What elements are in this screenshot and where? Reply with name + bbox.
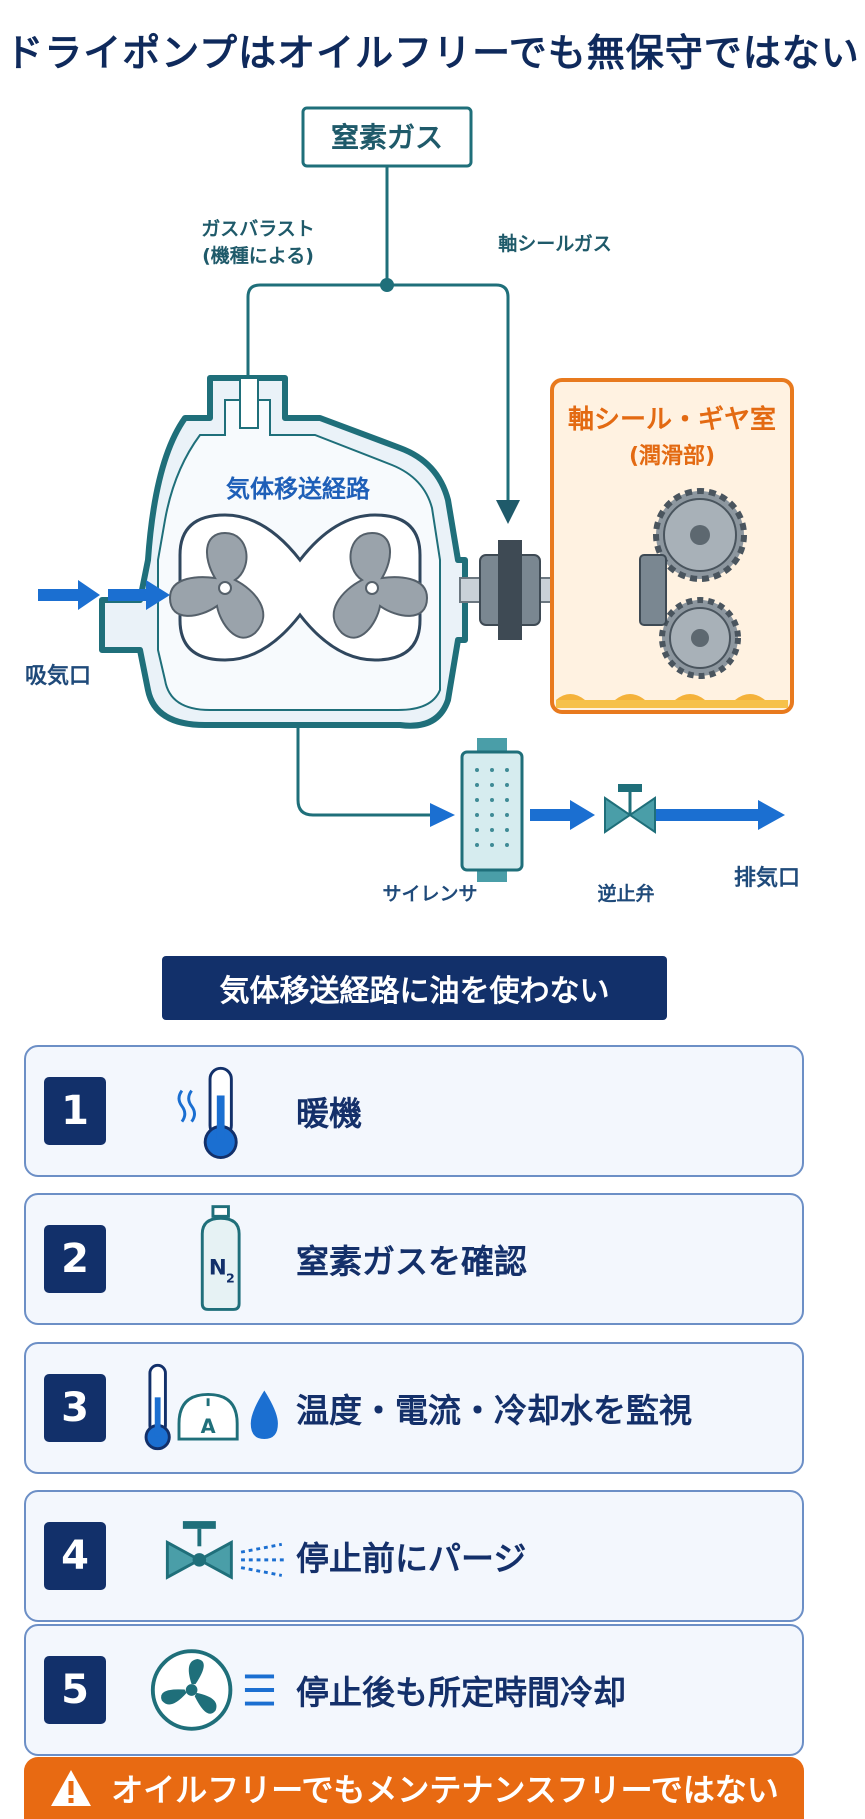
- banner-text: オイルフリーでもメンテナンスフリーではない: [111, 1771, 779, 1809]
- exhaust-label: 排気口: [734, 865, 800, 891]
- step-number: 5: [44, 1656, 106, 1724]
- gears: [639, 488, 747, 679]
- gas-ballast-label: ガスバラスト: [201, 218, 315, 240]
- n2-subscript: 2: [226, 1270, 235, 1285]
- step-3: 3 A 温度・電流・冷却水を監視: [24, 1342, 804, 1474]
- shaft-seal-arrow: [496, 500, 520, 524]
- silencer: [460, 738, 524, 882]
- nitrogen-piping: [246, 166, 510, 500]
- step-text: 暖機: [296, 1094, 362, 1133]
- right-rotor: [332, 531, 429, 639]
- step-text: 停止後も所定時間冷却: [296, 1673, 626, 1712]
- step-1: 1 暖機: [24, 1045, 804, 1177]
- thermometer-ammeter-droplet-icon: A: [144, 1363, 278, 1451]
- step-2: 2 N 2 窒素ガスを確認: [24, 1193, 804, 1325]
- step-4: 4 停止前にパージ: [24, 1490, 804, 1622]
- step-number: 4: [44, 1522, 106, 1590]
- step-number: 2: [44, 1225, 106, 1293]
- n2-letter: N: [209, 1256, 227, 1281]
- junction-dot: [380, 278, 394, 292]
- check-valve: [604, 784, 656, 834]
- warning-banner: オイルフリーでもメンテナンスフリーではない: [24, 1757, 804, 1819]
- intake-arrows: [38, 580, 170, 610]
- step-number: 3: [44, 1374, 106, 1442]
- step-5: 5 停止後も所定時間冷却: [24, 1624, 804, 1756]
- nitrogen-cylinder-icon: N 2: [200, 1205, 241, 1311]
- warning-icon: [51, 1770, 92, 1806]
- step-text: 停止前にパージ: [296, 1539, 527, 1578]
- gear-room-label: 軸シール・ギヤ室: [568, 404, 776, 435]
- left-rotor: [168, 531, 265, 639]
- gas-ballast-note: (機種による): [202, 244, 314, 267]
- exhaust-arrows: [530, 800, 785, 830]
- principle-box: 気体移送経路に油を使わない: [162, 956, 667, 1020]
- ammeter-letter: A: [201, 1415, 216, 1438]
- silencer-in-arrow: [430, 803, 455, 827]
- intake-label: 吸気口: [25, 663, 91, 689]
- step-text: 温度・電流・冷却水を監視: [296, 1391, 692, 1430]
- gas-path-label: 気体移送経路: [226, 475, 371, 503]
- nitrogen-label: 窒素ガス: [331, 121, 443, 154]
- step-text: 窒素ガスを確認: [296, 1242, 527, 1281]
- check-valve-label: 逆止弁: [597, 882, 654, 905]
- rotor-chamber: [168, 513, 429, 662]
- shaft-seal-gas-label: 軸シールガス: [498, 232, 611, 255]
- nitrogen-box: 窒素ガス: [301, 106, 473, 168]
- fan-cooling-icon: [150, 1649, 275, 1731]
- pump-diagram: 窒素ガス ガスバラスト (機種による) 軸シールガス 気体移送経路: [25, 106, 800, 905]
- step-number: 1: [44, 1077, 106, 1145]
- exhaust-piping: [296, 725, 430, 817]
- valve-purge-icon: [165, 1521, 284, 1580]
- page-title: ドライポンプはオイルフリーでも無保守ではない: [5, 31, 860, 75]
- silencer-label: サイレンサ: [382, 883, 477, 905]
- gear-room-note: (潤滑部): [629, 443, 715, 469]
- thermometer-heat-icon: [177, 1066, 238, 1159]
